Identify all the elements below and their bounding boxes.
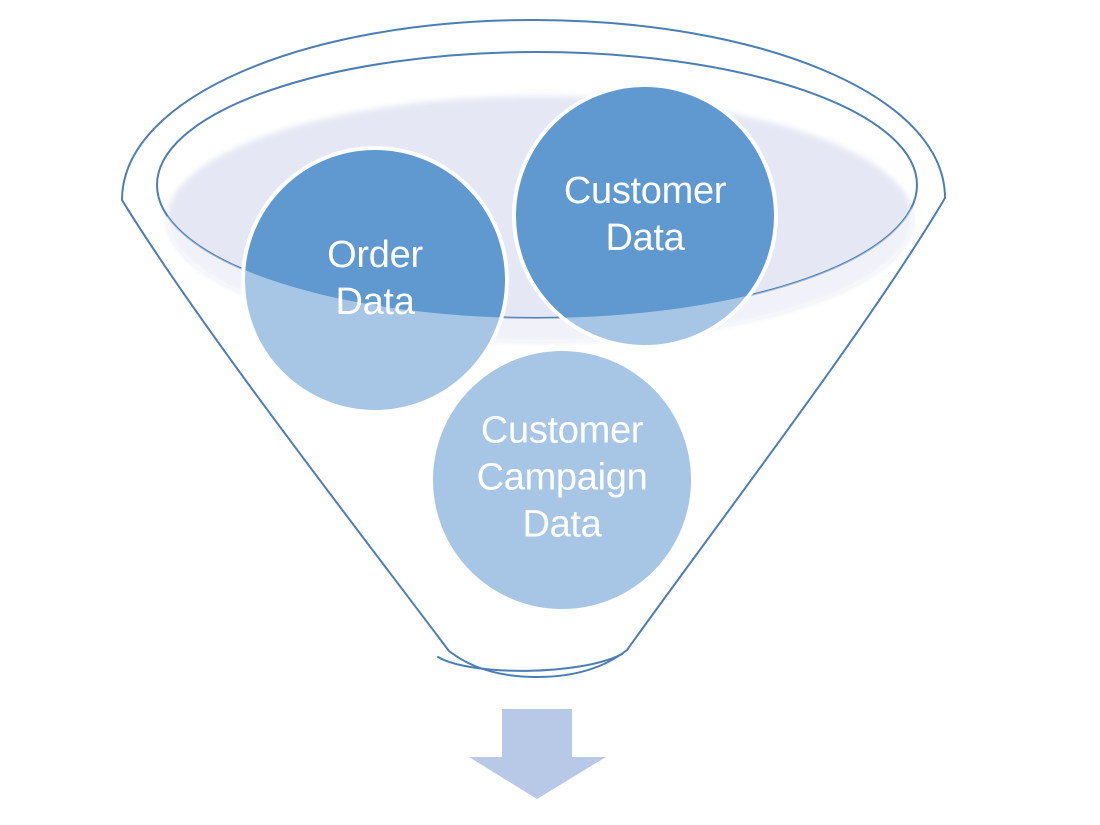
funnel-spout-inner-arc (437, 653, 623, 672)
bubble-customer-data (512, 83, 778, 349)
down-arrow-icon (469, 709, 606, 799)
funnel-rim-ellipse (156, 51, 918, 319)
funnel-outer-outline (121, 19, 946, 678)
bubble-order-data (241, 146, 509, 414)
bubble-customer-campaign-data (429, 347, 695, 613)
